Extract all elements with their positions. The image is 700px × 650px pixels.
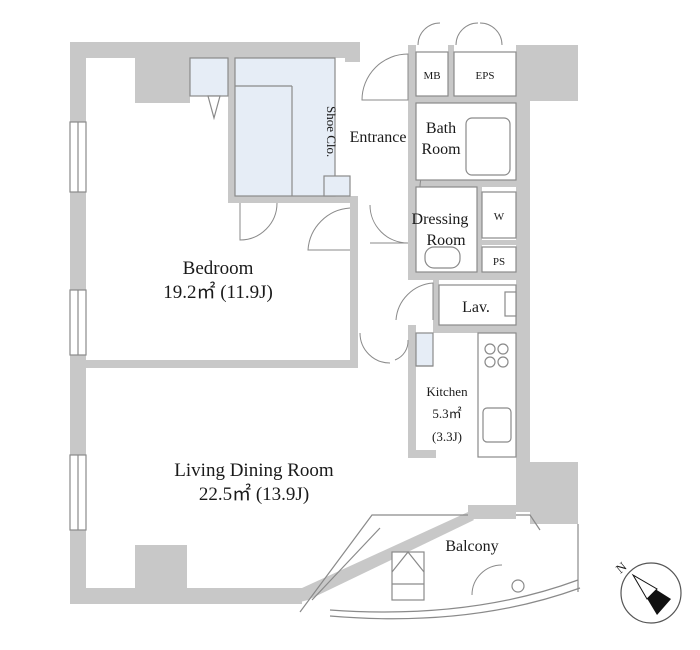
bedroom-area: 19.2㎡ (11.9J) (163, 280, 273, 303)
eps-label: EPS (476, 70, 495, 82)
bath-room-label-2: Room (421, 141, 461, 158)
living-dining-label: Living Dining Room (174, 460, 334, 481)
bedroom-closet (189, 57, 351, 197)
dressing-room-label-2: Room (426, 232, 466, 249)
shoe-closet-label: Shoe Clo. (324, 106, 339, 157)
lavatory-label: Lav. (462, 299, 490, 316)
living-dining-area: 22.5㎡ (13.9J) (199, 482, 309, 505)
fixtures (415, 51, 517, 458)
compass-icon: N (613, 558, 682, 624)
balcony-structure (292, 505, 581, 620)
room-labels: Bedroom 19.2㎡ (11.9J) Living Dining Room… (163, 70, 505, 555)
kitchen-jo: (3.3J) (432, 429, 462, 444)
mb-label: MB (423, 70, 440, 82)
ps-label: PS (493, 256, 505, 268)
left-windows (69, 121, 87, 531)
kitchen-area: 5.3㎡ (432, 406, 461, 421)
bedroom-label: Bedroom (183, 258, 254, 279)
washer-label: W (494, 211, 505, 223)
entrance-label: Entrance (350, 129, 407, 146)
bath-room-label-1: Bath (426, 120, 456, 137)
kitchen-label: Kitchen (426, 384, 468, 399)
interior-walls (86, 45, 518, 458)
dressing-room-label-1: Dressing (412, 211, 469, 228)
balcony-label: Balcony (445, 538, 498, 555)
doors (239, 22, 503, 364)
